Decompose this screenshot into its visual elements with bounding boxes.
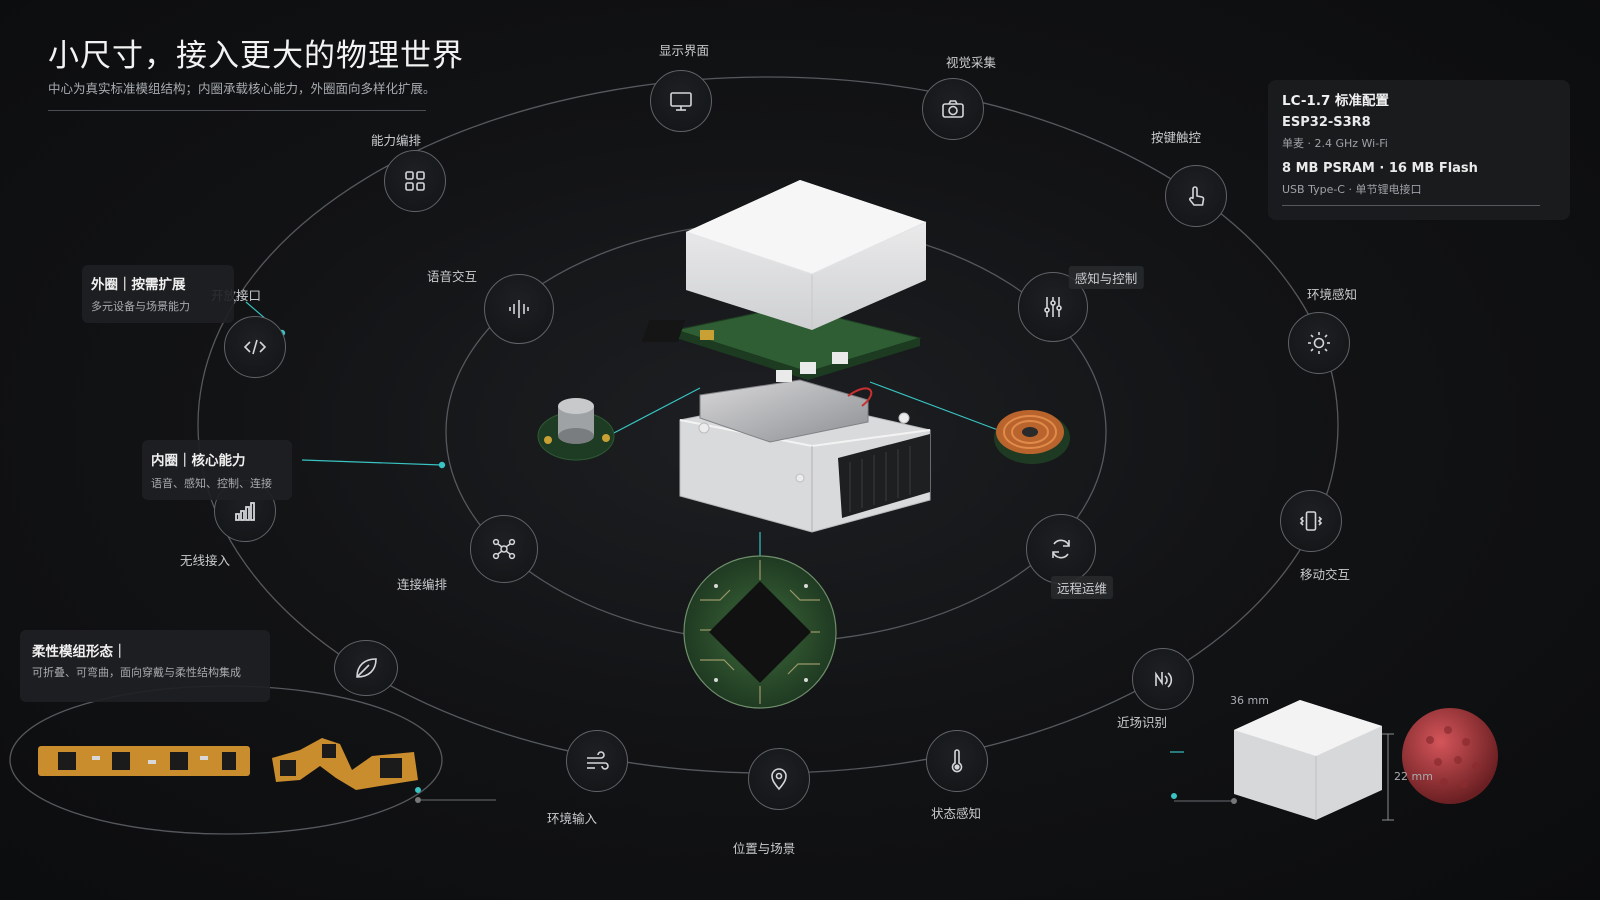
- grid-icon[interactable]: [384, 150, 446, 212]
- node-label-status: 状态感知: [930, 806, 982, 821]
- node-label-voice: 语音交互: [426, 269, 478, 284]
- node-label-location: 位置与场景: [732, 841, 796, 856]
- title-divider: [48, 110, 426, 111]
- node-label-sensing: 感知与控制: [1068, 266, 1144, 289]
- inner-leader-line: [301, 459, 443, 466]
- flex-module-folded: [272, 738, 418, 790]
- chip-closeup: [683, 555, 837, 709]
- inner-leader-dot: [438, 461, 446, 469]
- leaf-icon[interactable]: [334, 640, 398, 696]
- inner-callout-title: 内圈｜核心能力: [151, 453, 246, 469]
- node-label-display: 显示界面: [658, 43, 710, 58]
- network-icon[interactable]: [470, 515, 538, 583]
- microphone-module: [537, 398, 615, 461]
- node-label-nfc: 近场识别: [1116, 715, 1168, 730]
- size-leader-end: [1231, 798, 1237, 804]
- flex-leader-dot: [415, 786, 422, 793]
- node-label-vision: 视觉采集: [945, 55, 997, 70]
- size-leader-dot: [1170, 792, 1177, 799]
- location-pin-icon[interactable]: [748, 748, 810, 810]
- waveform-icon[interactable]: [484, 274, 554, 344]
- code-icon[interactable]: [224, 316, 286, 378]
- sun-icon[interactable]: [1288, 312, 1350, 374]
- spec-chip-sub: 单麦 · 2.4 GHz Wi-Fi: [1282, 137, 1388, 150]
- page-subtitle: 中心为真实标准模组结构；内圈承载核心能力，外圈面向多样化扩展。: [48, 81, 436, 96]
- outer-callout-sub: 多元设备与场景能力: [91, 300, 190, 313]
- spec-memory-sub: USB Type-C · 单节锂电接口: [1282, 183, 1422, 196]
- inner-ring-callout: 内圈｜核心能力 语音、感知、控制、连接: [142, 440, 292, 500]
- touch-icon[interactable]: [1165, 165, 1227, 227]
- lychee: [1402, 708, 1498, 804]
- width-dimension-label: 36 mm: [1230, 694, 1269, 707]
- node-label-environment: 环境感知: [1306, 287, 1358, 302]
- node-label-connect: 连接编排: [396, 577, 448, 592]
- outer-callout-title: 外圈｜按需扩展: [91, 277, 186, 293]
- camera-icon[interactable]: [922, 78, 984, 140]
- flex-callout-sub: 可折叠、可弯曲，面向穿戴与柔性结构集成: [32, 666, 241, 679]
- thermometer-icon[interactable]: [926, 730, 988, 792]
- refresh-icon[interactable]: [1026, 514, 1096, 584]
- coil-module: [994, 410, 1070, 464]
- height-dimension-label: 22 mm: [1394, 770, 1433, 783]
- node-label-env-input: 环境输入: [546, 811, 598, 826]
- flex-module-callout: 柔性模组形态｜ 可折叠、可弯曲，面向穿戴与柔性结构集成: [20, 630, 270, 702]
- mic-leader-line: [609, 387, 701, 436]
- monitor-icon[interactable]: [650, 70, 712, 132]
- outer-ring-callout: 外圈｜按需扩展 多元设备与场景能力: [82, 265, 234, 323]
- module-exploded-view: [641, 180, 931, 533]
- speaker-grille: [838, 434, 930, 518]
- spec-memory: 8 MB PSRAM · 16 MB Flash: [1282, 161, 1478, 176]
- inner-callout-sub: 语音、感知、控制、连接: [151, 477, 272, 490]
- node-label-wireless: 无线接入: [179, 553, 231, 568]
- spec-divider: [1282, 205, 1540, 206]
- spec-panel: LC-1.7 标准配置 ESP32-S3R8 单麦 · 2.4 GHz Wi-F…: [1268, 80, 1570, 220]
- spec-title: LC-1.7 标准配置: [1282, 93, 1390, 109]
- node-label-touch: 按键触控: [1150, 130, 1202, 145]
- flex-module-strip: [38, 746, 250, 776]
- node-label-mobile: 移动交互: [1299, 567, 1351, 582]
- wind-icon[interactable]: [566, 730, 628, 792]
- node-label-remote: 远程运维: [1050, 576, 1114, 599]
- page-title: 小尺寸，接入更大的物理世界: [48, 38, 464, 74]
- size-cube: [1234, 700, 1382, 820]
- battery: [699, 379, 869, 443]
- node-label-orchestration: 能力编排: [370, 133, 422, 148]
- flex-leader-end: [415, 797, 421, 803]
- flex-callout-title: 柔性模组形态｜: [32, 644, 127, 660]
- phone-vibrate-icon[interactable]: [1280, 490, 1342, 552]
- nfc-icon[interactable]: [1132, 648, 1194, 710]
- coil-leader-line: [869, 381, 999, 431]
- spec-chip: ESP32-S3R8: [1282, 115, 1371, 130]
